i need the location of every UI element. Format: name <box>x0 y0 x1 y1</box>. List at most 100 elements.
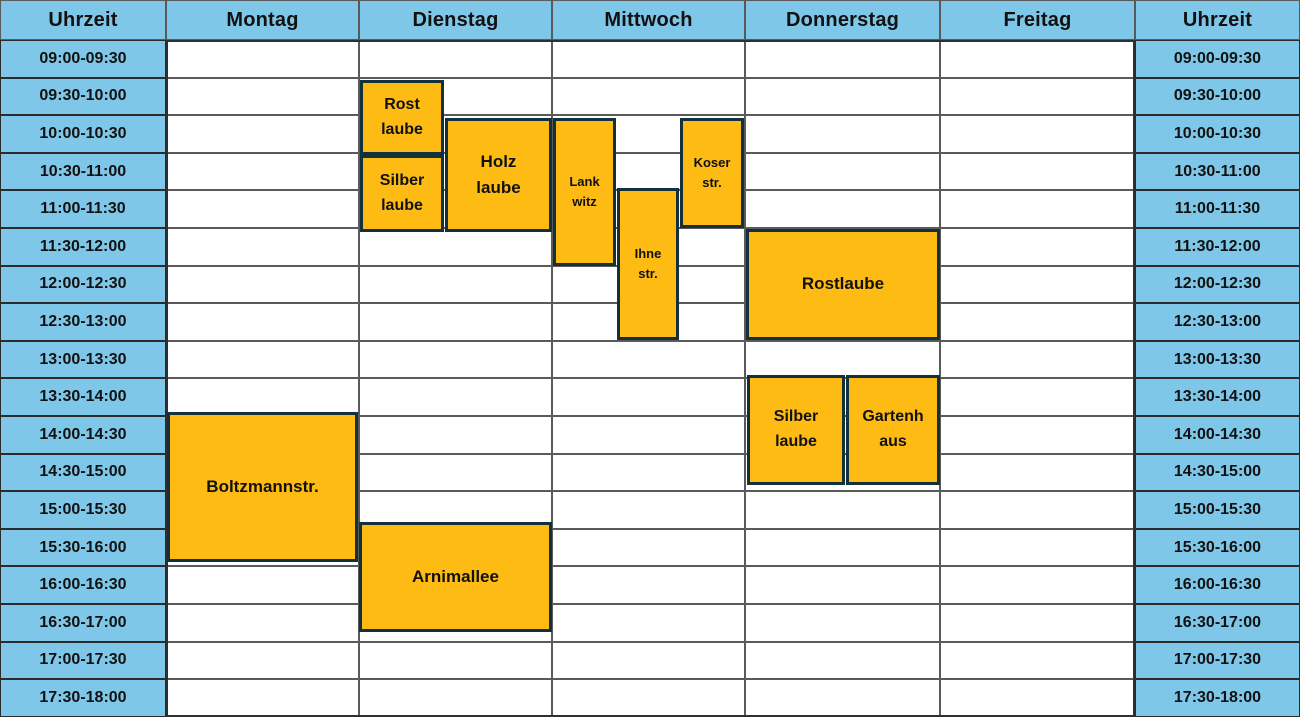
grid-cell[interactable] <box>940 491 1135 529</box>
grid-cell[interactable] <box>552 604 745 642</box>
grid-cell[interactable] <box>166 566 359 604</box>
event-label-line: Silber <box>379 171 425 189</box>
grid-cell[interactable] <box>940 378 1135 416</box>
time-slot-left: 11:00-11:30 <box>0 190 166 228</box>
grid-cell[interactable] <box>940 40 1135 78</box>
grid-cell[interactable] <box>359 340 552 379</box>
grid-cell[interactable] <box>166 303 359 341</box>
event-label-line: Koser <box>693 154 731 170</box>
time-slot-right: 11:00-11:30 <box>1135 190 1300 228</box>
time-slot-right: 16:30-17:00 <box>1135 604 1300 642</box>
grid-cell[interactable] <box>166 604 359 642</box>
event-block-rostlaube-donnerstag[interactable]: Rostlaube <box>746 229 940 340</box>
grid-cell[interactable] <box>940 604 1135 642</box>
grid-cell[interactable] <box>745 152 940 191</box>
time-slot-right: 15:30-16:00 <box>1135 528 1300 567</box>
time-slot-left: 16:30-17:00 <box>0 604 166 642</box>
grid-cell[interactable] <box>359 679 552 717</box>
grid-cell[interactable] <box>552 378 745 416</box>
grid-cell[interactable] <box>359 416 552 454</box>
time-slot-right: 10:00-10:30 <box>1135 115 1300 153</box>
event-block-koserstr-mittwoch[interactable]: Koser str. <box>680 118 744 228</box>
grid-cell[interactable] <box>940 228 1135 266</box>
header-cell-freitag: Freitag <box>940 0 1135 40</box>
event-block-arnimallee-dienstag[interactable]: Arnimallee <box>359 522 552 632</box>
grid-cell[interactable] <box>166 265 359 304</box>
grid-cell[interactable] <box>940 152 1135 191</box>
grid-cell[interactable] <box>552 641 745 680</box>
grid-cell[interactable] <box>359 378 552 416</box>
grid-cell[interactable] <box>166 40 359 78</box>
time-slot-left: 16:00-16:30 <box>0 566 166 604</box>
grid-cell[interactable] <box>940 641 1135 680</box>
grid-cell[interactable] <box>166 641 359 680</box>
grid-cell[interactable] <box>940 190 1135 228</box>
grid-cell[interactable] <box>359 453 552 492</box>
grid-cell[interactable] <box>359 40 552 78</box>
event-label-line: Boltzmannstr. <box>206 476 319 496</box>
grid-cell[interactable] <box>745 641 940 680</box>
grid-cell[interactable] <box>940 528 1135 567</box>
grid-cell[interactable] <box>552 40 745 78</box>
grid-cell[interactable] <box>745 679 940 717</box>
grid-cell[interactable] <box>745 115 940 153</box>
grid-cell[interactable] <box>166 190 359 228</box>
grid-cell[interactable] <box>166 152 359 191</box>
event-label-line: laube <box>775 433 817 450</box>
time-slot-left: 12:00-12:30 <box>0 265 166 304</box>
grid-cell[interactable] <box>552 528 745 567</box>
time-slot-left: 09:30-10:00 <box>0 77 166 116</box>
event-label-line: Rostlaube <box>801 274 885 294</box>
time-slot-left: 13:00-13:30 <box>0 340 166 379</box>
event-label-line: str. <box>702 175 722 190</box>
grid-cell[interactable] <box>166 228 359 266</box>
grid-cell[interactable] <box>166 115 359 153</box>
grid-cell[interactable] <box>940 566 1135 604</box>
grid-cell[interactable] <box>552 679 745 717</box>
grid-cell[interactable] <box>552 340 745 379</box>
grid-cell[interactable] <box>745 491 940 529</box>
grid-cell[interactable] <box>940 303 1135 341</box>
grid-cell[interactable] <box>359 265 552 304</box>
grid-cell[interactable] <box>940 453 1135 492</box>
header-cell-montag: Montag <box>166 0 359 40</box>
grid-cell[interactable] <box>745 340 940 379</box>
grid-cell[interactable] <box>940 115 1135 153</box>
grid-cell[interactable] <box>166 77 359 116</box>
grid-cell[interactable] <box>166 679 359 717</box>
grid-cell[interactable] <box>745 528 940 567</box>
grid-cell[interactable] <box>359 228 552 266</box>
grid-cell[interactable] <box>940 265 1135 304</box>
grid-cell[interactable] <box>745 40 940 78</box>
grid-cell[interactable] <box>745 566 940 604</box>
event-label-line: Holz <box>480 151 517 171</box>
grid-cell[interactable] <box>359 641 552 680</box>
event-block-boltzmannstr-montag[interactable]: Boltzmannstr. <box>167 412 358 562</box>
grid-cell[interactable] <box>166 378 359 416</box>
event-label-line: laube <box>381 196 423 214</box>
grid-cell[interactable] <box>552 416 745 454</box>
time-slot-left: 10:00-10:30 <box>0 115 166 153</box>
grid-cell[interactable] <box>166 340 359 379</box>
grid-cell[interactable] <box>552 453 745 492</box>
grid-cell[interactable] <box>745 77 940 116</box>
grid-cell[interactable] <box>940 340 1135 379</box>
grid-cell[interactable] <box>940 416 1135 454</box>
grid-cell[interactable] <box>359 303 552 341</box>
grid-cell[interactable] <box>552 491 745 529</box>
time-slot-left: 15:00-15:30 <box>0 491 166 529</box>
grid-cell[interactable] <box>745 190 940 228</box>
grid-cell[interactable] <box>940 679 1135 717</box>
grid-cell[interactable] <box>552 77 745 116</box>
grid-cell[interactable] <box>745 604 940 642</box>
event-block-silberlaube-dienstag[interactable]: Silber laube <box>360 155 444 232</box>
grid-cell[interactable] <box>940 77 1135 116</box>
grid-cell[interactable] <box>552 566 745 604</box>
